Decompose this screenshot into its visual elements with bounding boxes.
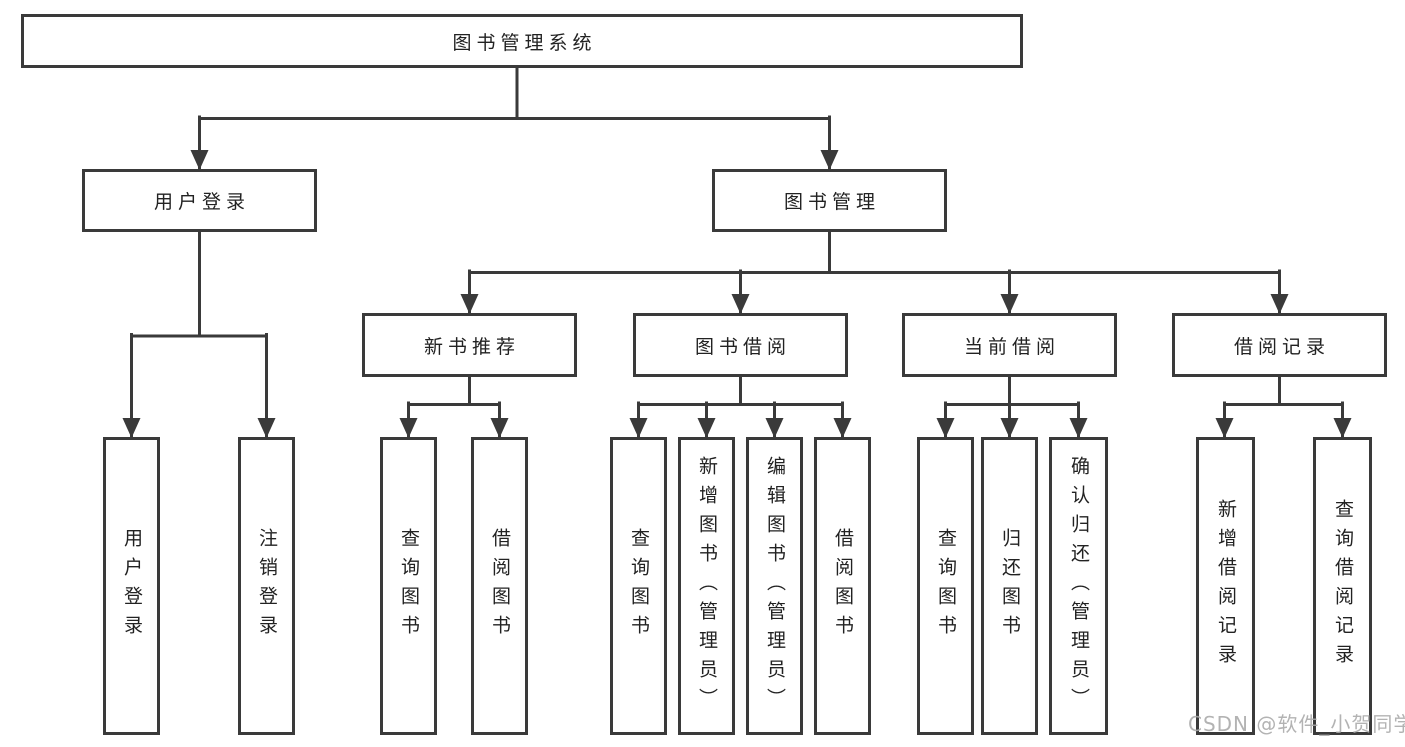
- node-leaf-record-add: 新增借阅记录: [1196, 437, 1255, 735]
- node-leaf-borrow-add-book: 新增图书（管理员）: [678, 437, 735, 735]
- node-leaf-borrow-query-book-label: 查询图书: [628, 528, 650, 644]
- node-new-book-recommend-label: 新书推荐: [423, 335, 520, 358]
- node-leaf-user-login-label: 用户登录: [121, 528, 143, 644]
- node-leaf-logout-label: 注销登录: [256, 528, 278, 644]
- node-leaf-record-query: 查询借阅记录: [1313, 437, 1372, 735]
- node-leaf-record-add-label: 新增借阅记录: [1215, 499, 1237, 673]
- node-leaf-recommend-query-book-label: 查询图书: [398, 528, 420, 644]
- node-leaf-borrow-edit-book: 编辑图书（管理员）: [746, 437, 803, 735]
- node-leaf-current-return-book-label: 归还图书: [999, 528, 1021, 644]
- csdn-watermark: CSDN @软件_小贺同学: [1188, 712, 1405, 736]
- connector-recommend-to-leaves: [399, 375, 509, 439]
- node-root-label: 图书管理系统: [452, 31, 597, 54]
- node-borrowing-records-label: 借阅记录: [1233, 335, 1330, 358]
- connector-user-login-to-leaves: [122, 230, 276, 439]
- connector-current-to-leaves: [936, 375, 1088, 439]
- node-book-borrowing: 图书借阅: [633, 313, 848, 377]
- node-leaf-borrow-query-book: 查询图书: [610, 437, 667, 735]
- connector-book-management-to-level3: [460, 230, 1289, 315]
- node-leaf-borrow-edit-book-label: 编辑图书（管理员）: [764, 455, 786, 717]
- node-book-management-label: 图书管理: [783, 191, 880, 213]
- node-leaf-current-return-book: 归还图书: [981, 437, 1038, 735]
- connector-root-to-level2: [190, 66, 839, 171]
- node-leaf-current-query-book: 查询图书: [917, 437, 974, 735]
- node-book-borrowing-label: 图书借阅: [694, 335, 791, 358]
- node-leaf-logout: 注销登录: [238, 437, 295, 735]
- connector-borrowing-to-leaves: [629, 375, 852, 439]
- node-user-login-label: 用户登录: [153, 191, 250, 213]
- node-root: 图书管理系统: [21, 14, 1023, 68]
- node-leaf-borrow-borrow-book: 借阅图书: [814, 437, 871, 735]
- connector-records-to-leaves: [1215, 375, 1352, 439]
- node-leaf-current-confirm-return-label: 确认归还（管理员）: [1068, 455, 1090, 717]
- node-current-borrowing: 当前借阅: [902, 313, 1117, 377]
- node-borrowing-records: 借阅记录: [1172, 313, 1387, 377]
- node-user-login: 用户登录: [82, 169, 317, 232]
- node-leaf-recommend-borrow-book: 借阅图书: [471, 437, 528, 735]
- node-leaf-current-confirm-return: 确认归还（管理员）: [1049, 437, 1108, 735]
- node-new-book-recommend: 新书推荐: [362, 313, 577, 377]
- node-leaf-recommend-query-book: 查询图书: [380, 437, 437, 735]
- node-leaf-current-query-book-label: 查询图书: [935, 528, 957, 644]
- node-book-management: 图书管理: [712, 169, 947, 232]
- node-leaf-user-login: 用户登录: [103, 437, 160, 735]
- node-leaf-recommend-borrow-book-label: 借阅图书: [489, 528, 511, 644]
- node-leaf-borrow-add-book-label: 新增图书（管理员）: [696, 455, 718, 717]
- node-current-borrowing-label: 当前借阅: [963, 335, 1060, 358]
- node-leaf-borrow-borrow-book-label: 借阅图书: [832, 528, 854, 644]
- node-leaf-record-query-label: 查询借阅记录: [1332, 499, 1354, 673]
